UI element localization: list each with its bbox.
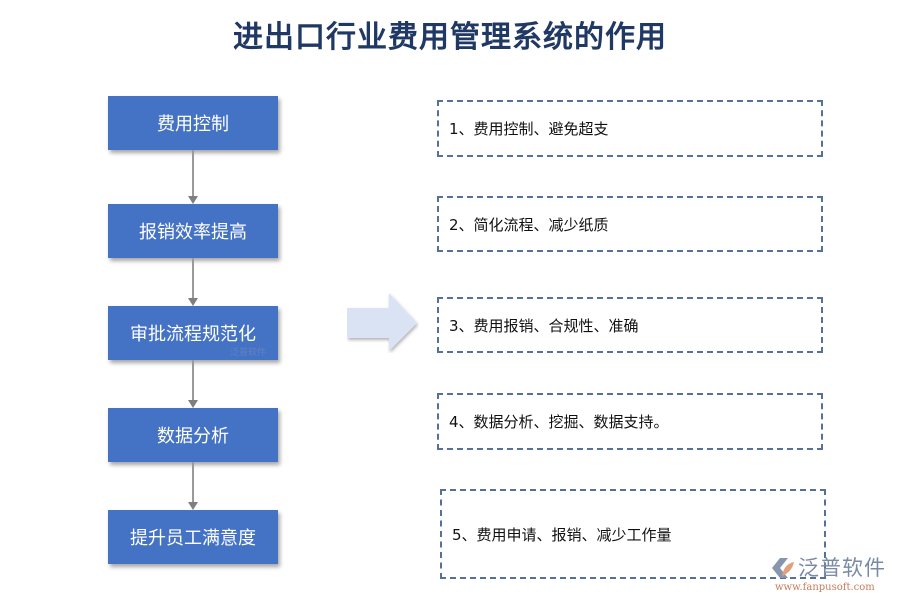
fanpu-logo-icon [772,558,794,578]
step-expense-control: 费用控制 [108,96,278,150]
note-box: 4、数据分析、挖掘、数据支持。 [437,393,823,450]
note-text: 5、费用申请、报销、减少工作量 [452,525,672,544]
note-box: 5、费用申请、报销、减少工作量 [440,489,826,579]
watermark-small-brand: 泛普软件 [230,348,267,358]
right-arrow-icon [347,293,417,351]
step-data-analysis: 数据分析 [108,408,278,462]
step-reimbursement-efficiency: 报销效率提高 [108,204,278,258]
flow-connector-arrow [188,258,198,306]
note-text: 1、费用控制、避免超支 [449,120,609,138]
diagram-title: 进出口行业费用管理系统的作用 [233,20,667,55]
watermark-brand: 泛普软件 [798,556,886,580]
flow-connector-arrow [188,150,198,204]
note-text: 2、简化流程、减少纸质 [449,215,609,234]
flow-connector-arrow [188,462,198,510]
step-approval-standardization: 审批流程规范化 [108,306,278,360]
note-box: 3、费用报销、合规性、准确 [437,297,823,353]
watermark-url: www.fanpusoft.com [775,582,875,593]
note-text: 4、数据分析、挖掘、数据支持。 [449,413,669,431]
note-box: 2、简化流程、减少纸质 [437,196,823,252]
step-employee-satisfaction: 提升员工满意度 [108,510,278,564]
note-text: 3、费用报销、合规性、准确 [449,316,639,335]
flow-connector-arrow [188,360,198,408]
note-box: 1、费用控制、避免超支 [437,100,823,157]
